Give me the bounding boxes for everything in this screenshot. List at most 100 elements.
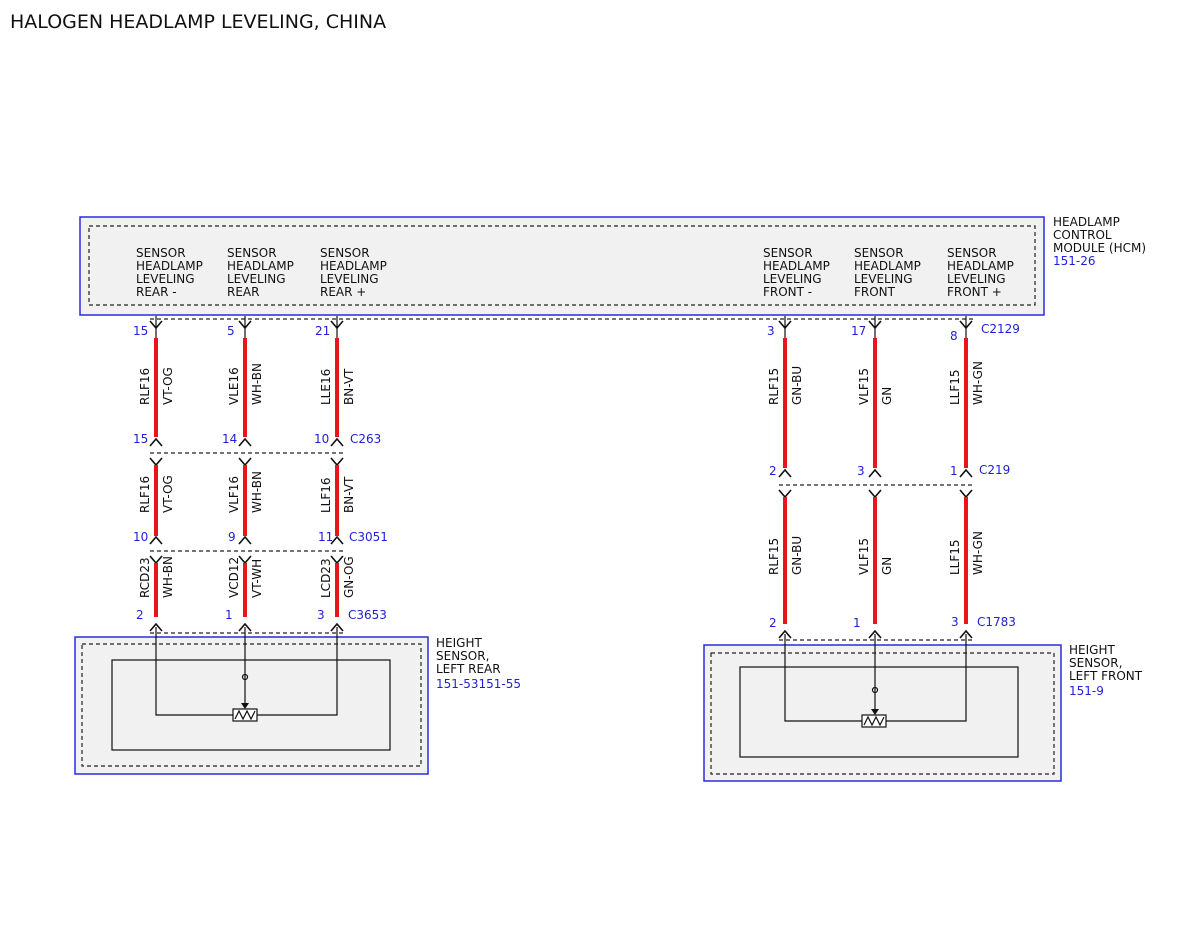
connector-label: C3653 <box>348 608 387 622</box>
wire-color-label: GN <box>880 387 894 405</box>
hcm-pin-label-front-plus: SENSOR HEADLAMP LEVELING FRONT + <box>947 246 1014 299</box>
svg-text:SENSOR: SENSOR <box>320 246 370 260</box>
connector-label: C263 <box>350 432 381 446</box>
svg-text:LEVELING: LEVELING <box>227 272 286 286</box>
circuit-label: VLF15 <box>857 368 871 405</box>
circuit-label: LCD23 <box>319 558 333 598</box>
svg-text:17: 17 <box>851 324 866 338</box>
svg-text:HEIGHT: HEIGHT <box>436 636 482 650</box>
svg-text:LEVELING: LEVELING <box>320 272 379 286</box>
front-sensor-ref-link[interactable]: 151-9 <box>1069 684 1104 698</box>
svg-text:3: 3 <box>857 464 865 478</box>
wire-color-label: GN <box>880 557 894 575</box>
pin-number: 15 <box>133 324 148 338</box>
hcm-pin-label-rear: SENSOR HEADLAMP LEVELING REAR <box>227 246 294 299</box>
svg-text:HEADLAMP: HEADLAMP <box>320 259 387 273</box>
svg-text:HEADLAMP: HEADLAMP <box>854 259 921 273</box>
circuit-label: LLE16 <box>319 369 333 405</box>
front-wiring: 3 17 8 C2129 RLF15 GN-BU VLF15 GN LLF15 … <box>767 316 1020 641</box>
wire-color-label: WH-GN <box>971 361 985 405</box>
svg-text:SENSOR,: SENSOR, <box>436 649 489 663</box>
svg-text:SENSOR: SENSOR <box>763 246 813 260</box>
wire-color-label: VT-WH <box>250 559 264 598</box>
circuit-label: RLF16 <box>138 368 152 405</box>
svg-text:SENSOR: SENSOR <box>947 246 997 260</box>
wire-color-label: WH-BN <box>250 471 264 513</box>
svg-text:FRONT +: FRONT + <box>947 285 1002 299</box>
svg-text:HEIGHT: HEIGHT <box>1069 643 1115 657</box>
svg-text:HEADLAMP: HEADLAMP <box>136 259 203 273</box>
wire-color-label: WH-BN <box>250 363 264 405</box>
hcm-module: SENSOR HEADLAMP LEVELING REAR - SENSOR H… <box>79 215 1146 316</box>
svg-text:1: 1 <box>853 616 861 630</box>
wire-color-label: GN-OG <box>342 556 356 598</box>
svg-text:LEFT FRONT: LEFT FRONT <box>1069 669 1143 683</box>
connector-label: C2129 <box>981 322 1020 336</box>
circuit-label: LLF15 <box>948 369 962 405</box>
svg-text:CONTROL: CONTROL <box>1053 228 1112 242</box>
svg-text:HEADLAMP: HEADLAMP <box>1053 215 1120 229</box>
hcm-pin-label-rear-minus: SENSOR HEADLAMP LEVELING REAR - <box>136 246 203 299</box>
wire-color-label: VT-OG <box>161 475 175 513</box>
svg-text:REAR +: REAR + <box>320 285 366 299</box>
circuit-label: LLF16 <box>319 477 333 513</box>
svg-text:SENSOR: SENSOR <box>136 246 186 260</box>
circuit-label: RLF15 <box>767 538 781 575</box>
svg-text:FRONT -: FRONT - <box>763 285 812 299</box>
wire-color-label: WH-BN <box>161 556 175 598</box>
connector-label: C3051 <box>349 530 388 544</box>
svg-text:3: 3 <box>951 615 959 629</box>
circuit-label: LLF15 <box>948 539 962 575</box>
circuit-label: VLE16 <box>227 367 241 405</box>
svg-text:SENSOR: SENSOR <box>227 246 277 260</box>
pin-number: 21 <box>315 324 330 338</box>
svg-text:FRONT: FRONT <box>854 285 896 299</box>
svg-text:14: 14 <box>222 432 237 446</box>
circuit-label: RLF15 <box>767 368 781 405</box>
wire-color-label: GN-BU <box>790 366 804 405</box>
svg-text:SENSOR: SENSOR <box>854 246 904 260</box>
svg-text:1: 1 <box>950 464 958 478</box>
connector-label: C219 <box>979 463 1010 477</box>
circuit-label: VCD12 <box>227 557 241 598</box>
height-sensor-left-rear: HEIGHT SENSOR, LEFT REAR 151-53151-55 <box>74 627 521 775</box>
hcm-pin-label-front: SENSOR HEADLAMP LEVELING FRONT <box>854 246 921 299</box>
svg-text:3: 3 <box>767 324 775 338</box>
circuit-label: VLF15 <box>857 538 871 575</box>
svg-text:LEVELING: LEVELING <box>947 272 1006 286</box>
circuit-label: VLF16 <box>227 476 241 513</box>
wire-color-label: WH-GN <box>971 531 985 575</box>
svg-text:3: 3 <box>317 608 325 622</box>
wire-color-label: GN-BU <box>790 536 804 575</box>
svg-text:10: 10 <box>133 530 148 544</box>
svg-text:2: 2 <box>769 616 777 630</box>
svg-text:9: 9 <box>228 530 236 544</box>
hcm-ref-link[interactable]: 151-26 <box>1053 254 1096 268</box>
rear-wiring: 15 5 21 RLF16 VT-OG VLE16 WH-BN LLE16 BN… <box>133 316 388 634</box>
svg-text:HEADLAMP: HEADLAMP <box>227 259 294 273</box>
rear-sensor-ref-link[interactable]: 151-53151-55 <box>436 677 521 691</box>
svg-text:10: 10 <box>314 432 329 446</box>
svg-text:2: 2 <box>769 464 777 478</box>
svg-text:LEVELING: LEVELING <box>136 272 195 286</box>
svg-text:MODULE (HCM): MODULE (HCM) <box>1053 241 1146 255</box>
svg-text:11: 11 <box>318 530 333 544</box>
svg-text:15: 15 <box>133 432 148 446</box>
svg-text:REAR -: REAR - <box>136 285 177 299</box>
connector-label: C1783 <box>977 615 1016 629</box>
circuit-label: RCD23 <box>138 557 152 598</box>
hcm-pin-label-front-minus: SENSOR HEADLAMP LEVELING FRONT - <box>763 246 830 299</box>
hcm-pin-label-rear-plus: SENSOR HEADLAMP LEVELING REAR + <box>320 246 387 299</box>
circuit-label: RLF16 <box>138 476 152 513</box>
svg-text:2: 2 <box>136 608 144 622</box>
svg-text:HEADLAMP: HEADLAMP <box>947 259 1014 273</box>
hcm-module-label: HEADLAMP CONTROL MODULE (HCM) 151-26 <box>1053 215 1146 268</box>
page-title: HALOGEN HEADLAMP LEVELING, CHINA <box>10 11 386 33</box>
svg-text:LEVELING: LEVELING <box>854 272 913 286</box>
pin-number: 5 <box>227 324 235 338</box>
svg-text:8: 8 <box>950 329 958 343</box>
wire-color-label: BN-VT <box>342 368 356 405</box>
svg-text:REAR: REAR <box>227 285 259 299</box>
svg-text:LEVELING: LEVELING <box>763 272 822 286</box>
svg-text:1: 1 <box>225 608 233 622</box>
